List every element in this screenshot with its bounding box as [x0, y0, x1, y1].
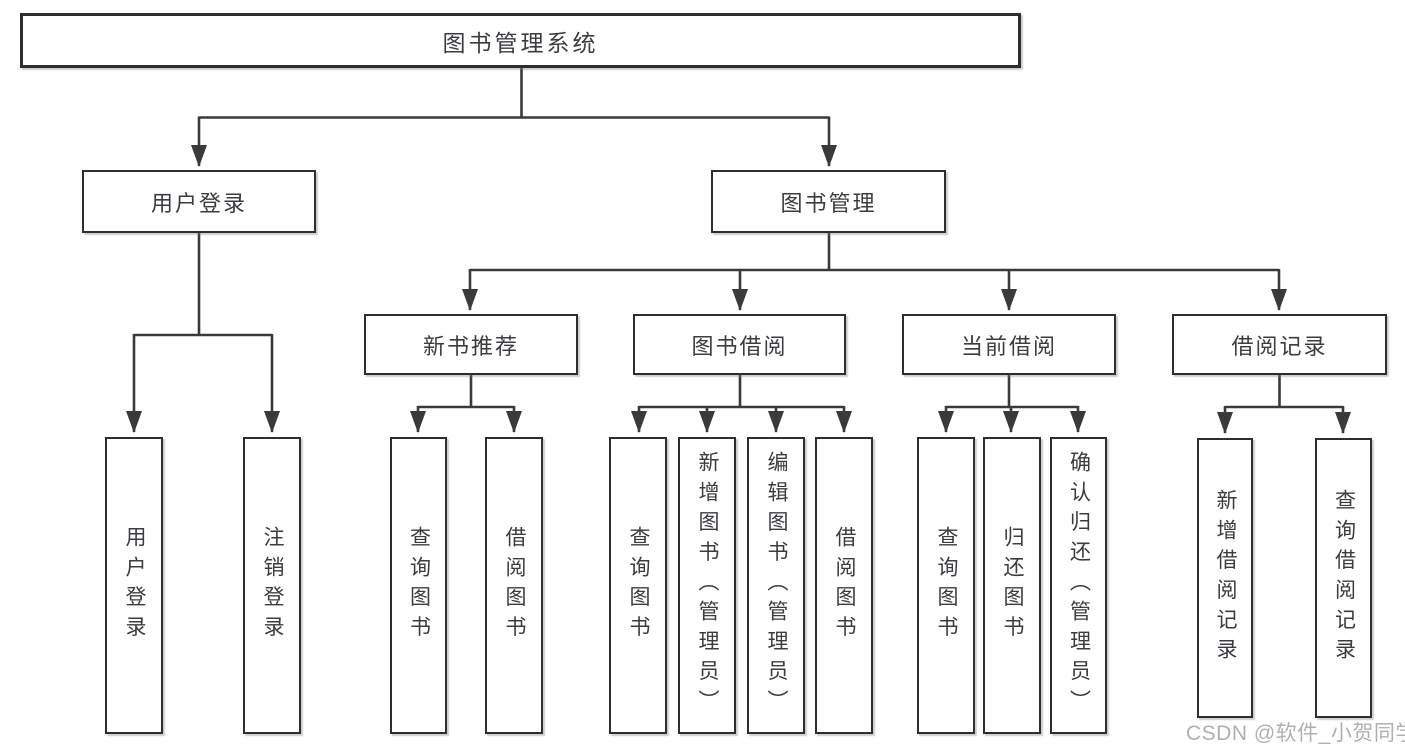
leaf-borrow-query-books: 查询图书 — [609, 437, 667, 734]
node-library-management-system: 图书管理系统 — [20, 13, 1021, 68]
leaf-borrow-borrow-books: 借阅图书 — [815, 437, 873, 734]
leaf-records-add-label: 新增借阅记录 — [1214, 488, 1237, 668]
leaf-borrow-add-label: 新增图书（管理员） — [696, 451, 719, 720]
leaf-user-login: 用户登录 — [105, 437, 163, 734]
leaf-user-login-label: 用户登录 — [123, 525, 146, 646]
leaf-recommend-query-label: 查询图书 — [407, 525, 431, 646]
connector-recommend-trunk — [418, 375, 514, 409]
leaf-current-query-books: 查询图书 — [917, 437, 975, 734]
leaf-borrow-edit-label: 编辑图书（管理员） — [765, 451, 788, 720]
connector-current-trunk — [946, 375, 1078, 409]
connector-records-trunk — [1225, 375, 1343, 409]
leaf-current-return-books: 归还图书 — [983, 437, 1041, 734]
leaf-recommend-borrow-label: 借阅图书 — [503, 525, 526, 646]
leaf-borrow-borrow-label: 借阅图书 — [833, 525, 856, 646]
leaf-records-query-label: 查询借阅记录 — [1332, 488, 1356, 668]
node-current-borrow: 当前借阅 — [902, 314, 1116, 375]
node-borrow-records: 借阅记录 — [1172, 314, 1387, 375]
leaf-records-query-record: 查询借阅记录 — [1315, 438, 1372, 718]
connector-user-login-trunk — [134, 233, 272, 337]
leaf-borrow-add-books: 新增图书（管理员） — [678, 437, 736, 734]
connector-root-trunk — [199, 68, 829, 119]
connector-book-management-trunk — [470, 232, 1279, 272]
node-user-login: 用户登录 — [82, 170, 316, 233]
leaf-current-return-label: 归还图书 — [1001, 525, 1024, 646]
leaf-logout: 注销登录 — [243, 437, 301, 734]
leaf-borrow-query-label: 查询图书 — [627, 525, 650, 646]
leaf-current-confirm-return: 确认归还（管理员） — [1050, 437, 1107, 734]
csdn-watermark: CSDN @软件_小贺同学 — [1186, 722, 1405, 745]
node-book-management: 图书管理 — [711, 170, 946, 233]
leaf-recommend-query-books: 查询图书 — [390, 437, 447, 734]
leaf-recommend-borrow-books: 借阅图书 — [485, 437, 543, 734]
node-new-book-recommend: 新书推荐 — [364, 314, 578, 375]
leaf-current-confirm-label: 确认归还（管理员） — [1067, 451, 1091, 720]
leaf-records-add-record: 新增借阅记录 — [1197, 438, 1253, 718]
leaf-borrow-edit-books: 编辑图书（管理员） — [747, 437, 805, 734]
connector-borrow-trunk — [639, 375, 844, 409]
leaf-logout-label: 注销登录 — [261, 525, 284, 646]
node-book-borrow: 图书借阅 — [633, 314, 846, 375]
leaf-current-query-label: 查询图书 — [935, 525, 958, 646]
